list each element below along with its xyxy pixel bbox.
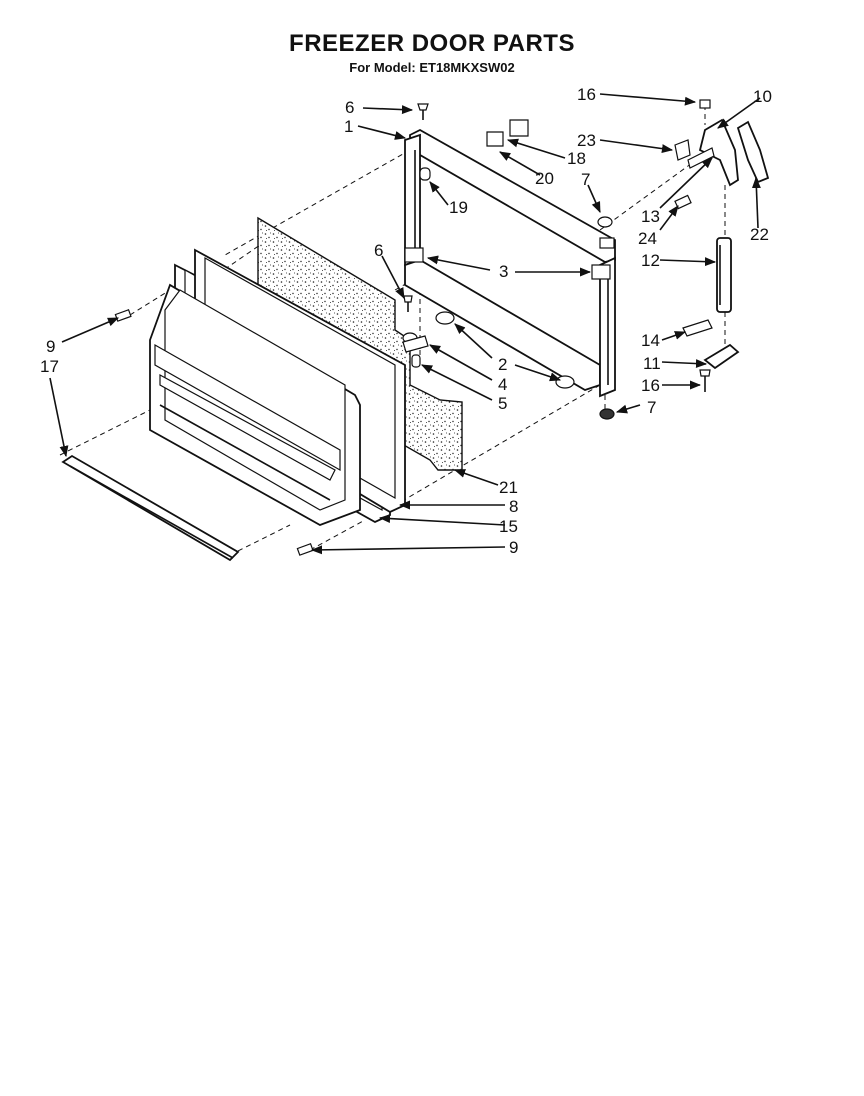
- callout-17: 17: [40, 357, 59, 376]
- callout-8: 8: [509, 497, 518, 516]
- callout-15: 15: [499, 517, 518, 536]
- callout-21: 21: [499, 478, 518, 497]
- callout-19: 19: [449, 198, 468, 217]
- callout-2: 2: [498, 355, 507, 374]
- part-23-shim: [674, 139, 691, 161]
- callout-5: 5: [498, 394, 507, 413]
- callout-6a: 6: [345, 98, 354, 117]
- part-18-20-tags: [486, 119, 529, 147]
- callout-9a: 9: [46, 337, 55, 356]
- callout-7a: 7: [581, 170, 590, 189]
- part-19-screw: [419, 167, 431, 181]
- part-13-24-screws: [674, 147, 715, 210]
- callout-23: 23: [577, 131, 596, 150]
- part-11-bottom-hinge: [703, 343, 740, 370]
- diagram-title: FREEZER DOOR PARTS: [289, 30, 575, 57]
- callout-13: 13: [641, 207, 660, 226]
- leader-lines: [49, 93, 761, 555]
- part-22-hinge-cover: [736, 120, 770, 184]
- callout-labels: 6 1 16 10 23 18 20 7 19 22 13 24 12 6 3 …: [40, 85, 772, 557]
- model-subtitle: For Model: ET18MKXSW02: [349, 60, 515, 75]
- callout-22: 22: [750, 225, 769, 244]
- callout-18: 18: [567, 149, 586, 168]
- callout-6b: 6: [374, 241, 383, 260]
- part-17-shelf-bar: [61, 454, 240, 562]
- callout-7b: 7: [647, 398, 656, 417]
- part-7-plugs: [597, 216, 615, 420]
- callout-9b: 9: [509, 538, 518, 557]
- part-10-top-hinge: [698, 99, 739, 187]
- part-16-screws: [699, 369, 711, 392]
- callout-16a: 16: [577, 85, 596, 104]
- callout-11: 11: [643, 354, 661, 373]
- part-1-door-frame: [404, 128, 616, 398]
- part-3-brackets: [404, 237, 615, 280]
- callout-16b: 16: [641, 376, 660, 395]
- callout-14: 14: [641, 331, 660, 350]
- callout-12: 12: [641, 251, 660, 270]
- callout-1: 1: [344, 117, 353, 136]
- door-liner: [149, 283, 361, 526]
- callout-24: 24: [638, 229, 657, 248]
- callout-3: 3: [499, 262, 508, 281]
- part-6-screws: [403, 103, 429, 312]
- callout-10: 10: [753, 87, 772, 106]
- part-12-handle: [716, 237, 732, 313]
- callout-4: 4: [498, 375, 507, 394]
- callout-20: 20: [535, 169, 554, 188]
- part-14-bracket: [682, 319, 713, 337]
- part-9-screws: [114, 309, 314, 556]
- part-4-5-hardware: [402, 332, 429, 368]
